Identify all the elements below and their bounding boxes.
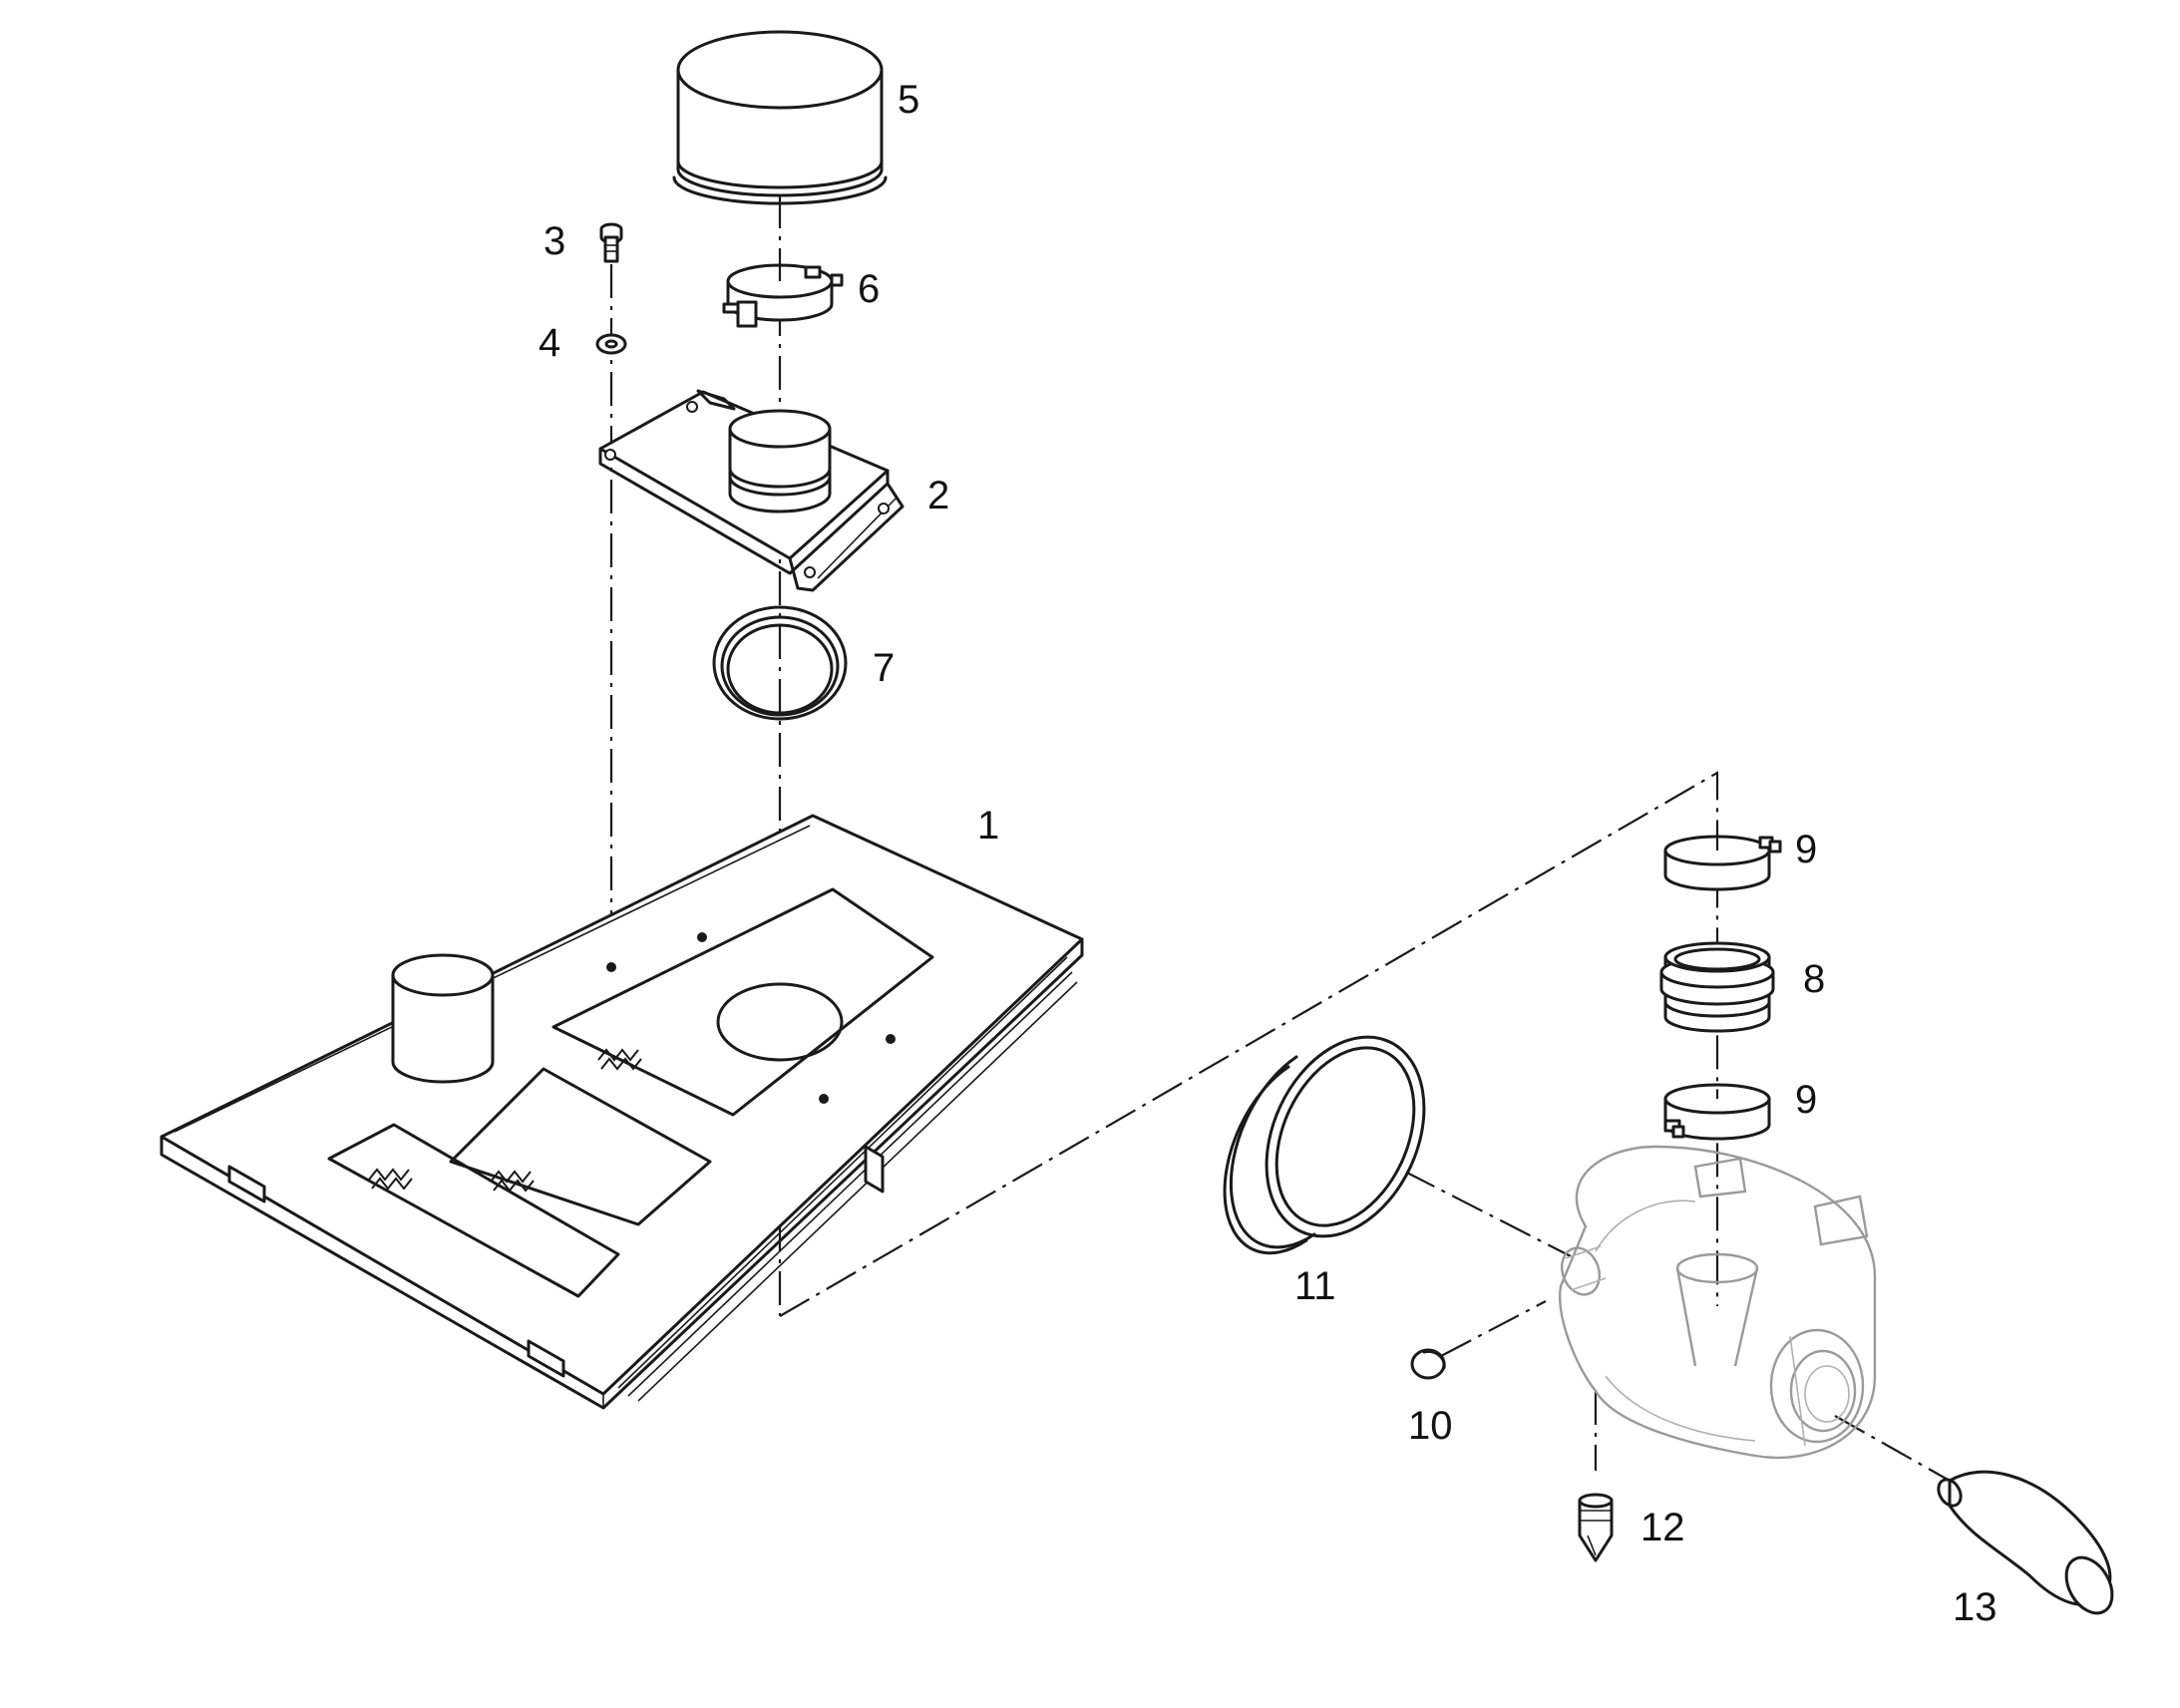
mounting-bracket	[598, 389, 905, 592]
plug	[1410, 1348, 1446, 1380]
callout-1: 1	[977, 804, 1000, 848]
callout-6: 6	[858, 267, 881, 311]
bolt	[599, 222, 623, 263]
callout-5: 5	[898, 78, 920, 122]
clamp-9-bottom	[1663, 1083, 1771, 1141]
washer	[595, 333, 627, 355]
end-cover	[1223, 1035, 1426, 1255]
seal-ring	[712, 605, 848, 721]
callout-4: 4	[539, 321, 561, 365]
callout-7: 7	[873, 646, 896, 690]
callout-9-bottom: 9	[1795, 1078, 1818, 1122]
callout-13: 13	[1953, 1585, 1998, 1629]
plate	[160, 814, 1084, 1410]
callout-3: 3	[544, 219, 566, 263]
callout-12: 12	[1640, 1506, 1685, 1549]
air-filter-housing	[1559, 1145, 1877, 1460]
callout-8: 8	[1803, 957, 1826, 1001]
clamp-9-top	[1663, 835, 1782, 891]
callout-9-top: 9	[1795, 828, 1818, 871]
callout-11: 11	[1294, 1264, 1336, 1308]
elbow	[1937, 1470, 2114, 1615]
adapter	[1659, 941, 1775, 1033]
clamp-upper	[722, 263, 844, 328]
pre-cleaner-cap	[672, 30, 888, 205]
dust-valve	[1578, 1493, 1614, 1562]
callout-10: 10	[1408, 1404, 1453, 1448]
callout-2: 2	[927, 474, 950, 517]
